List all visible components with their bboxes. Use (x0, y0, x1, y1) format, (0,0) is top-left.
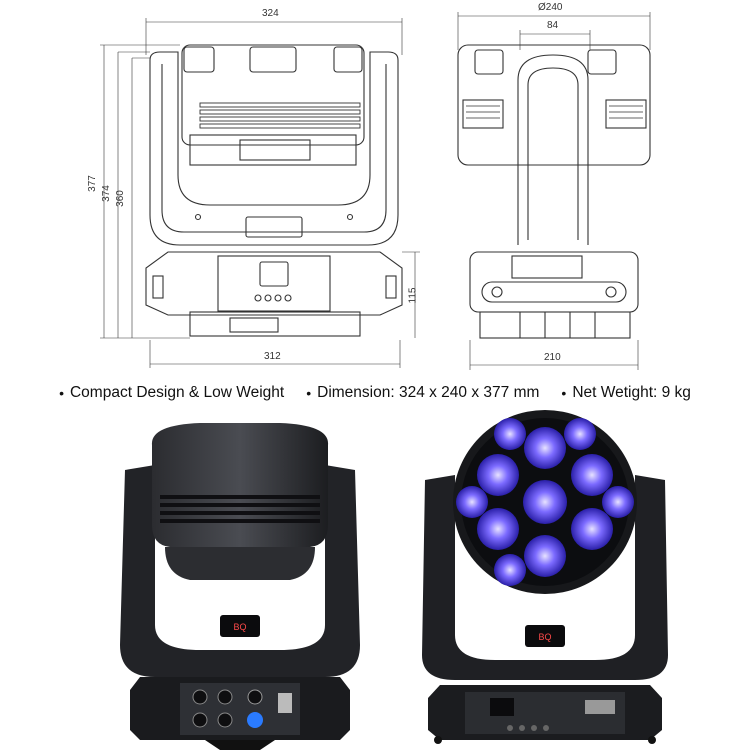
bullet-icon: • (561, 385, 567, 401)
led-cluster (456, 418, 634, 586)
drawing-canvas (100, 12, 651, 370)
dim-height-mid: 374 (100, 185, 112, 202)
feature-label: Net Wetight: 9 kg (572, 384, 691, 401)
dim-height-body: 360 (114, 190, 126, 207)
front-view-drawing (100, 18, 420, 368)
bullet-icon: • (306, 385, 312, 401)
feature-label: Compact Design & Low Weight (69, 384, 285, 401)
feature-list: • Compact Design & Low Weight • Dimensio… (0, 380, 750, 406)
dim-side-base-width: 210 (544, 352, 561, 363)
dim-height-overall: 377 (86, 175, 98, 192)
product-photos: BQ (0, 410, 750, 750)
feature-item: • Net Wetight: 9 kg (561, 380, 691, 406)
dim-base-width: 312 (264, 351, 281, 362)
front-view-photo: BQ (422, 410, 668, 744)
feature-item: • Compact Design & Low Weight (59, 380, 284, 406)
dim-base-height: 115 (407, 287, 419, 304)
feature-label: Dimension: 324 x 240 x 377 mm (317, 384, 540, 401)
bullet-icon: • (59, 385, 64, 401)
svg-text:BQ: BQ (233, 622, 246, 632)
technical-drawings: 324 312 377 374 360 115 Ø240 84 210 (86, 2, 651, 370)
dim-top-width: 324 (262, 8, 279, 19)
dim-arm-width: 84 (547, 20, 559, 31)
dim-top-diameter: Ø240 (538, 2, 563, 13)
rear-view-photo: BQ (120, 423, 360, 750)
feature-item: • Dimension: 324 x 240 x 377 mm (306, 380, 539, 406)
svg-text:BQ: BQ (538, 632, 551, 642)
side-view-drawing (457, 12, 651, 370)
